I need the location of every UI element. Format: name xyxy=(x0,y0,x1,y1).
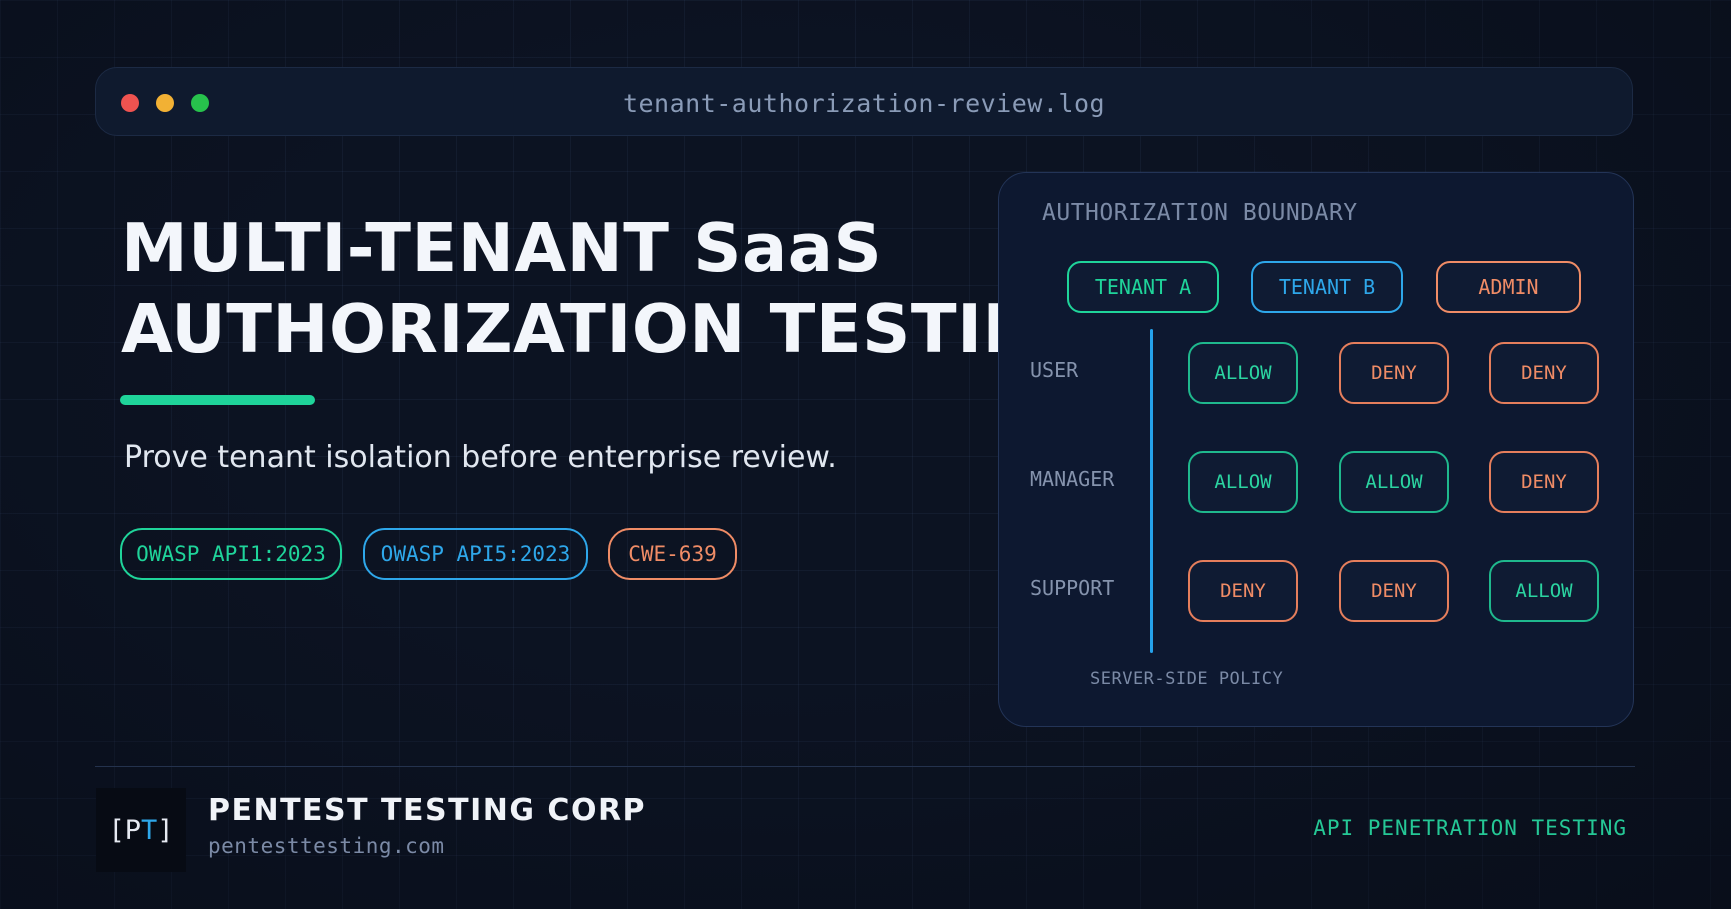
matrix-cell: DENY xyxy=(1489,342,1599,404)
matrix-cell: DENY xyxy=(1339,560,1449,622)
minimize-dot-icon[interactable] xyxy=(156,94,174,112)
matrix-title: AUTHORIZATION BOUNDARY xyxy=(1042,200,1358,226)
footer-divider xyxy=(95,766,1635,767)
company-domain-link[interactable]: pentesttesting.com xyxy=(208,834,445,858)
tag-owasp-api1: OWASP API1:2023 xyxy=(120,528,342,580)
title-line-2: AUTHORIZATION TESTING xyxy=(121,290,1095,368)
window-filename: tenant-authorization-review.log xyxy=(622,89,1106,118)
logo-letter-t: T xyxy=(141,814,158,846)
column-header-admin: ADMIN xyxy=(1436,261,1581,313)
matrix-cell: ALLOW xyxy=(1489,560,1599,622)
row-label-manager: MANAGER xyxy=(1030,467,1115,491)
matrix-cell: DENY xyxy=(1188,560,1298,622)
tag-owasp-api5: OWASP API5:2023 xyxy=(363,528,588,580)
matrix-footer-label: SERVER-SIDE POLICY xyxy=(1090,669,1284,689)
matrix-cell: DENY xyxy=(1339,342,1449,404)
matrix-cell: ALLOW xyxy=(1188,451,1298,513)
accent-underline xyxy=(120,395,315,405)
authorization-matrix-panel xyxy=(998,172,1634,727)
maximize-dot-icon[interactable] xyxy=(191,94,209,112)
column-header-tenant-a: TENANT A xyxy=(1067,261,1219,313)
column-header-tenant-b: TENANT B xyxy=(1251,261,1403,313)
matrix-cell: ALLOW xyxy=(1188,342,1298,404)
window-titlebar: tenant-authorization-review.log xyxy=(95,67,1633,136)
tag-cwe-639: CWE-639 xyxy=(608,528,737,580)
service-label: API PENETRATION TESTING xyxy=(1313,816,1627,840)
page-title: MULTI-TENANT SaaS AUTHORIZATION TESTING xyxy=(121,208,1095,370)
page-subtitle: Prove tenant isolation before enterprise… xyxy=(124,440,837,475)
policy-boundary-line xyxy=(1150,329,1153,653)
close-dot-icon[interactable] xyxy=(121,94,139,112)
matrix-cell: ALLOW xyxy=(1339,451,1449,513)
row-label-user: USER xyxy=(1030,358,1079,382)
company-name: PENTEST TESTING CORP xyxy=(208,793,647,828)
logo-bracket-close: ] xyxy=(157,814,174,846)
logo-bracket-open: [ xyxy=(108,814,125,846)
row-label-support: SUPPORT xyxy=(1030,576,1115,600)
title-line-1: MULTI-TENANT SaaS xyxy=(121,209,883,287)
logo-letter-p: P xyxy=(124,814,141,846)
matrix-cell: DENY xyxy=(1489,451,1599,513)
